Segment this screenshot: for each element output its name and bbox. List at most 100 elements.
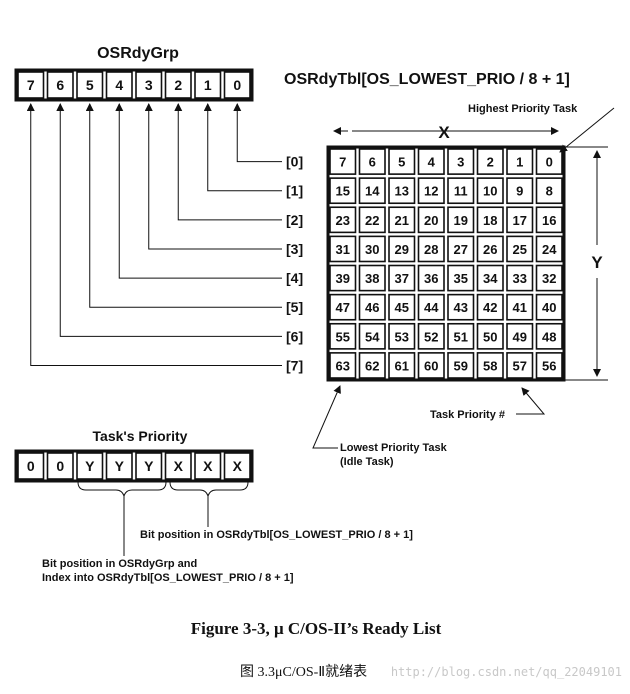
rdytbl-cell — [476, 206, 504, 234]
task-priority-value: 43 — [454, 300, 468, 315]
task-priority-value: 61 — [395, 358, 409, 373]
priority-bit-cell — [135, 452, 163, 480]
rdytbl-cell — [388, 235, 416, 263]
rdygrp-bit-cell — [164, 71, 192, 99]
rdygrp-to-index-arrows — [26, 103, 282, 366]
task-priority-value: 10 — [483, 184, 497, 199]
rdytbl-cell — [535, 148, 563, 175]
rdytbl-cell — [388, 177, 416, 205]
task-priority-value: 24 — [542, 242, 557, 257]
task-priority-value: 55 — [336, 329, 350, 344]
priority-bit-cell — [76, 452, 104, 480]
rdytbl-cell — [506, 148, 534, 175]
rdytbl-cell — [329, 235, 357, 263]
task-priority-value: 36 — [424, 271, 438, 286]
rdygrp-bit-arrow — [56, 103, 282, 337]
rdytbl-cell — [506, 352, 534, 379]
task-priority-value: 52 — [424, 329, 438, 344]
bit-position-rdytbl-note: Bit position in OSRdyTbl[OS_LOWEST_PRIO … — [140, 529, 413, 541]
task-priority-value: 21 — [395, 213, 409, 228]
task-priority-title: Task's Priority — [93, 428, 188, 444]
rdygrp-bit-label: 2 — [174, 77, 182, 93]
rdytbl-cell — [447, 293, 475, 321]
task-priority-value: 25 — [513, 242, 527, 257]
rdytbl-cell — [329, 177, 357, 205]
rdytbl-cell — [506, 177, 534, 205]
rdytbl-cell — [358, 206, 386, 234]
rdygrp-bit-cell — [46, 71, 74, 99]
rdytbl-cell — [329, 322, 357, 350]
rdytbl-cell — [476, 264, 504, 292]
row-index-label: [3] — [286, 241, 303, 257]
rdytbl-cell — [447, 322, 475, 350]
rdytbl-cell — [535, 264, 563, 292]
rdytbl-cell — [388, 148, 416, 175]
priority-bit-cell — [194, 452, 222, 480]
rdytbl-cell — [329, 293, 357, 321]
priority-bit-cell — [17, 452, 45, 480]
task-priority-value: 31 — [336, 242, 350, 257]
rdytbl-cell — [506, 293, 534, 321]
rdytbl-cell — [417, 206, 445, 234]
task-priority-value: 40 — [542, 300, 556, 315]
rdytbl-cell — [358, 352, 386, 379]
rdytbl-cell — [535, 206, 563, 234]
task-priority-value: 6 — [369, 155, 376, 170]
rdygrp-bit-cell — [105, 71, 133, 99]
rdytbl-cell — [447, 352, 475, 379]
task-priority-value: 33 — [513, 271, 527, 286]
task-priority-value: 19 — [454, 213, 468, 228]
task-priority-value: 28 — [424, 242, 438, 257]
rdygrp-bit-arrow — [144, 103, 282, 250]
priority-bit-label: X — [233, 458, 243, 474]
rdytbl-cell — [329, 352, 357, 379]
task-priority-value: 53 — [395, 329, 409, 344]
rdytbl-cell — [358, 177, 386, 205]
rdytbl-title: OSRdyTbl[OS_LOWEST_PRIO / 8 + 1] — [284, 71, 570, 88]
priority-byte-outline — [14, 449, 254, 483]
row-index-label: [7] — [286, 357, 303, 373]
rdytbl-cell — [535, 177, 563, 205]
task-priority-value: 8 — [546, 184, 553, 199]
rdygrp-bit-arrow — [115, 103, 282, 279]
index-into-rdytbl-note: Index into OSRdyTbl[OS_LOWEST_PRIO / 8 +… — [42, 572, 294, 584]
task-priority-value: 38 — [365, 271, 379, 286]
bit-position-rdygrp-note: Bit position in OSRdyGrp and — [42, 558, 197, 570]
task-priority-value: 3 — [457, 155, 464, 170]
task-priority-value: 1 — [516, 155, 523, 170]
rdytbl-cell — [358, 293, 386, 321]
task-priority-value: 62 — [365, 358, 379, 373]
rdytbl-cell — [388, 322, 416, 350]
task-priority-value: 48 — [542, 329, 556, 344]
task-priority-value: 22 — [365, 213, 379, 228]
task-priority-value: 49 — [513, 329, 527, 344]
task-priority-value: 54 — [365, 329, 380, 344]
task-priority-value: 50 — [483, 329, 497, 344]
task-priority-value: 17 — [513, 213, 527, 228]
task-priority-value: 39 — [336, 271, 350, 286]
task-priority-value: 41 — [513, 300, 527, 315]
row-index-label: [1] — [286, 183, 303, 199]
task-priority-value: 44 — [424, 300, 439, 315]
task-priority-value: 51 — [454, 329, 468, 344]
row-index-label: [4] — [286, 270, 303, 286]
rdygrp-bit-label: 4 — [115, 77, 123, 93]
task-priority-value: 2 — [487, 155, 494, 170]
rdytbl-cell — [417, 177, 445, 205]
priority-bit-label: Y — [115, 458, 125, 474]
rdytbl-cell — [447, 206, 475, 234]
rdytbl-row-index-labels: [0][1][2][3][4][5][6][7] — [286, 154, 303, 374]
rdytbl-cell — [476, 235, 504, 263]
task-priority-value: 32 — [542, 271, 556, 286]
rdygrp-bit-label: 1 — [204, 77, 212, 93]
priority-bit-cell — [105, 452, 133, 480]
rdytbl-cell — [535, 293, 563, 321]
task-priority-number-label: Task Priority # — [430, 409, 505, 421]
highest-priority-arrow — [559, 107, 615, 153]
rdygrp-bit-cell — [194, 71, 222, 99]
rdytbl-cell — [417, 322, 445, 350]
rdytbl-cell — [476, 177, 504, 205]
rdytbl-cell — [417, 148, 445, 175]
task-priority-value: 18 — [483, 213, 497, 228]
